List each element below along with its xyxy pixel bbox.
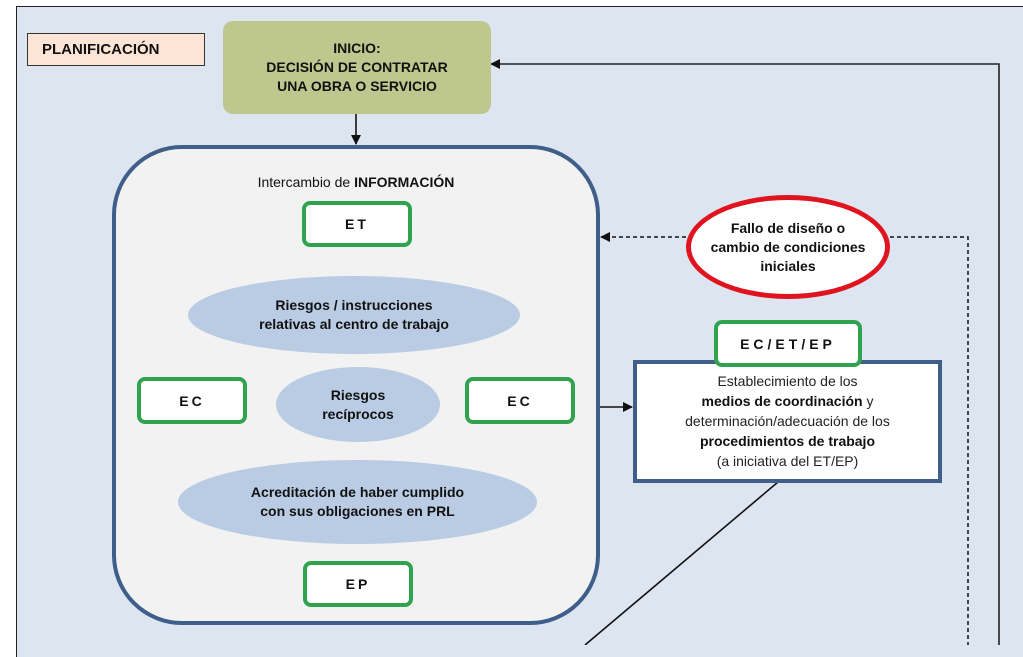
feedback-loop-line <box>490 59 1000 645</box>
node-et: ET <box>302 201 412 247</box>
fallo-line-2: cambio de condiciones <box>710 238 866 255</box>
node-ec-et-ep: EC/ET/EP <box>714 320 862 367</box>
section-label: PLANIFICACIÓN <box>27 33 205 66</box>
information-panel-title: Intercambio de INFORMACIÓN <box>112 174 600 190</box>
node-ep: EP <box>303 561 413 607</box>
coordination-box: Establecimiento de los medios de coordin… <box>633 360 942 483</box>
start-line-1: INICIO: <box>333 40 381 56</box>
node-ec-right: EC <box>465 377 575 424</box>
coord-line-4: procedimientos de trabajo <box>699 433 876 449</box>
ellipse-text-1: Riesgos <box>330 386 386 403</box>
coord-line-5: (a iniciativa del ET/EP) <box>716 453 859 469</box>
title-prefix: Intercambio de <box>257 174 355 190</box>
coord-line-2-rest: y <box>862 393 874 409</box>
ellipse-text-2: recíprocos <box>322 405 394 422</box>
ellipse-acreditacion: Acreditación de haber cumplido con sus o… <box>178 460 537 544</box>
start-node: INICIO: DECISIÓN DE CONTRATAR UNA OBRA O… <box>223 21 491 114</box>
fallo-dashed-loop <box>890 236 969 645</box>
coord-line-1: Establecimiento de los <box>717 373 858 389</box>
fallo-line-3: iniciales <box>760 257 816 274</box>
coordination-down-line <box>584 481 779 645</box>
title-bold: INFORMACIÓN <box>354 174 455 190</box>
coord-line-2-bold: medios de coordinación <box>701 393 863 409</box>
coord-line-2: medios de coordinación y <box>702 391 874 411</box>
ellipse-text-1: Riesgos / instrucciones <box>275 297 433 313</box>
coord-line-3: determinación/adecuación de los <box>685 413 890 429</box>
ellipse-riesgos-reciprocos: Riesgos recíprocos <box>276 367 440 442</box>
ellipse-text-2: con sus obligaciones en PRL <box>260 503 455 519</box>
fallo-line-1: Fallo de diseño o <box>730 219 846 236</box>
start-line-2: DECISIÓN DE CONTRATAR <box>266 59 448 75</box>
start-line-3: UNA OBRA O SERVICIO <box>277 78 437 94</box>
ellipse-riesgos-instrucciones: Riesgos / instrucciones relativas al cen… <box>188 276 520 354</box>
ellipse-text-2: relativas al centro de trabajo <box>259 316 449 332</box>
node-ec-left: EC <box>137 377 247 424</box>
ellipse-text-1: Acreditación de haber cumplido <box>250 484 465 500</box>
fallo-diseno-alert: Fallo de diseño o cambio de condiciones … <box>686 195 890 299</box>
